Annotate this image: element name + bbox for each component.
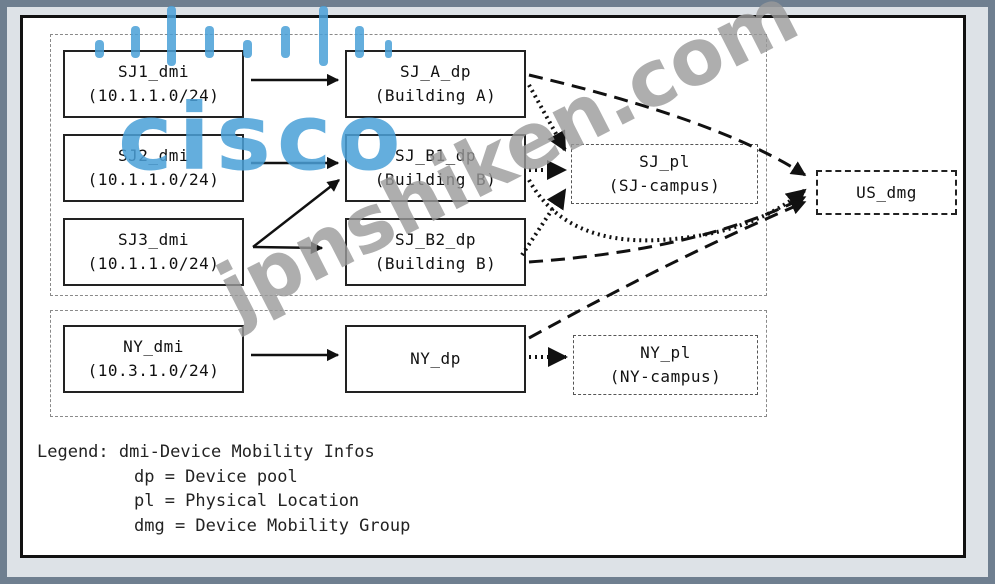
legend-item: dmg = Device Mobility Group: [134, 515, 411, 536]
node-sj1-dmi: SJ1_dmi (10.1.1.0/24): [63, 50, 244, 118]
legend-item: dmi-Device Mobility Infos: [118, 442, 375, 462]
legend-item: pl = Physical Location: [134, 491, 360, 511]
sj-site-group: [50, 34, 767, 296]
edge-sj-b2-to-sj-pl: [520, 188, 567, 257]
node-ny-dmi: NY_dmi (10.3.1.0/24): [63, 325, 244, 393]
node-campus: (SJ-campus): [608, 176, 721, 195]
node-sj2-dmi: SJ2_dmi (10.1.1.0/24): [63, 134, 244, 202]
node-label: NY_dp: [410, 349, 461, 368]
node-label: SJ1_dmi: [118, 62, 189, 81]
node-label: SJ2_dmi: [118, 146, 189, 165]
node-label: US_dmg: [856, 182, 917, 202]
edge-sj3-to-sj-b2: [252, 241, 324, 255]
edge-sj-b2-to-us-dmg: [528, 195, 807, 264]
node-label: SJ_B2_dp: [394, 230, 477, 249]
node-label: SJ_B1_dp: [394, 146, 477, 165]
edge-sj-a-to-us-dmg: [528, 73, 807, 177]
node-us-dmg: US_dmg: [816, 170, 957, 215]
legend: Legend: dmi-Device Mobility Infos dp = D…: [37, 440, 410, 538]
node-sj-b1-dp: SJ_B1_dp (Building B): [345, 134, 526, 202]
node-subnet: (10.3.1.0/24): [87, 361, 220, 380]
node-label: NY_pl: [640, 343, 691, 362]
edge-sj-b1-to-us-dmg: [527, 179, 807, 243]
ny-site-group: [50, 310, 767, 417]
node-sj-b2-dp: SJ_B2_dp (Building B): [345, 218, 526, 286]
node-location: (Building A): [374, 86, 497, 105]
node-subnet: (10.1.1.0/24): [87, 254, 220, 273]
node-campus: (NY-campus): [609, 367, 722, 386]
node-label: SJ_pl: [639, 152, 690, 171]
edge-sj3-to-sj-b1: [252, 179, 340, 248]
edge-ny-dp-to-us-dmg: [528, 200, 807, 340]
legend-item: dp = Device pool: [134, 466, 298, 487]
node-subnet: (10.1.1.0/24): [87, 86, 220, 105]
node-label: NY_dmi: [123, 337, 184, 356]
node-sj-a-dp: SJ_A_dp (Building A): [345, 50, 526, 118]
node-sj-pl: SJ_pl (SJ-campus): [571, 144, 758, 204]
node-ny-pl: NY_pl (NY-campus): [573, 335, 758, 395]
node-subnet: (10.1.1.0/24): [87, 170, 220, 189]
node-label: SJ_A_dp: [400, 62, 471, 81]
node-location: (Building B): [374, 170, 497, 189]
node-sj3-dmi: SJ3_dmi (10.1.1.0/24): [63, 218, 244, 286]
node-label: SJ3_dmi: [118, 230, 189, 249]
node-ny-dp: NY_dp: [345, 325, 526, 393]
legend-title: Legend:: [37, 442, 109, 462]
edge-sj-a-to-sj-pl: [527, 84, 567, 152]
node-location: (Building B): [374, 254, 497, 273]
cisco-logo-bars: [95, 6, 392, 66]
